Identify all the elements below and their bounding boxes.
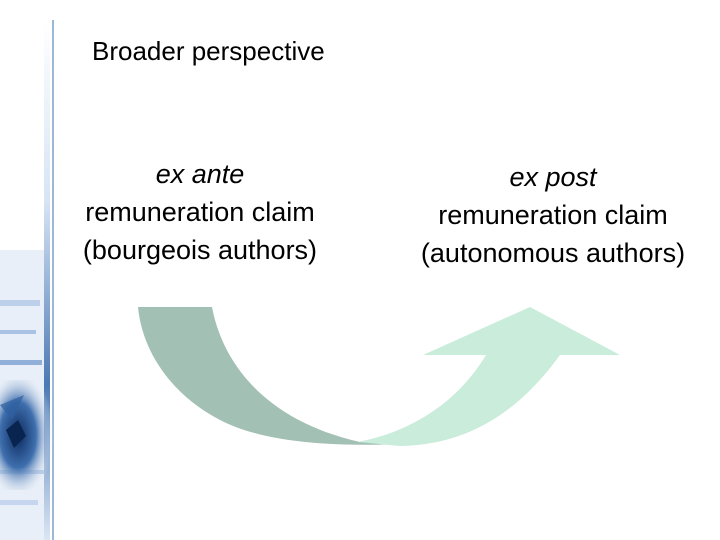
- arrow-right-segment: [358, 307, 620, 446]
- ex-ante-label: ex ante: [155, 159, 245, 189]
- ex-post-label: ex post: [509, 162, 597, 192]
- ex-post-line-2: remuneration claim: [438, 200, 668, 230]
- arrow-left-segment: [138, 307, 402, 445]
- ex-ante-line-2: remuneration claim: [85, 197, 315, 227]
- ex-ante-line-3: (bourgeois authors): [82, 235, 318, 265]
- ex-post-line-3: (autonomous authors): [420, 238, 686, 268]
- ex-post-claim: ex post remuneration claim (autonomous a…: [392, 158, 714, 272]
- ex-ante-claim: ex ante remuneration claim (bourgeois au…: [55, 155, 345, 269]
- sidebar-decoration: [0, 20, 60, 540]
- slide-title: Broader perspective: [92, 36, 325, 66]
